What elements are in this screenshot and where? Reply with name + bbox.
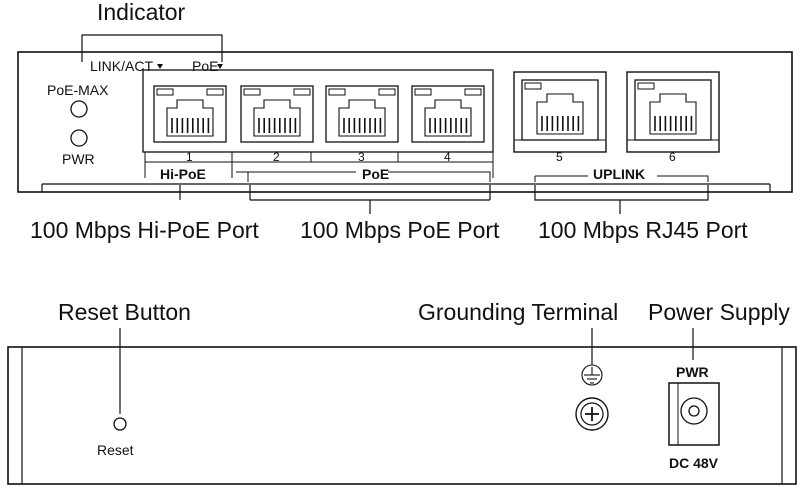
dc-jack-icon [668, 382, 720, 446]
port-led-icon [464, 88, 482, 96]
grounding-screw-icon [575, 397, 609, 431]
contact-pins [171, 118, 210, 133]
port-led-icon [156, 88, 174, 96]
port-led-icon [293, 88, 311, 96]
indicator-callout: Indicator [97, 0, 186, 25]
contact-pins [429, 118, 468, 133]
port-number-label: 3 [358, 150, 365, 164]
port-1: 1 [153, 85, 227, 164]
rear-pwr-label: PWR [676, 364, 709, 380]
port-number-label: 4 [444, 150, 451, 164]
contact-pins [541, 116, 580, 131]
rj45-callout-leader [534, 185, 709, 214]
indicator-leader-line [81, 34, 223, 62]
link-act-label: LINK/ACT [90, 58, 153, 74]
jack-opening [166, 99, 214, 137]
poe-brace-right [388, 171, 491, 182]
port-led-icon [524, 82, 542, 90]
port-4: 4 [411, 85, 485, 164]
jack-opening [649, 93, 697, 135]
contact-pins [654, 116, 693, 131]
port-3: 3 [325, 85, 399, 164]
reset-label: Reset [97, 442, 134, 458]
port-number-label: 6 [669, 150, 676, 164]
hi-poe-group-label: Hi-PoE [160, 166, 206, 182]
port-5: 5 [513, 71, 607, 164]
pwr-led-icon [70, 129, 88, 147]
uplink-group-label: UPLINK [593, 166, 645, 182]
front-panel: Indicator LINK/ACT PoE PoE-MAX PWR 1 2 3 4 5… [17, 0, 793, 243]
dc-voltage-label: DC 48V [669, 455, 719, 471]
contact-pins [343, 118, 382, 133]
port-number-label: 5 [556, 150, 563, 164]
link-act-arrow-icon [157, 64, 163, 69]
rear-panel: Reset Button Grounding Terminal Power Su… [7, 299, 797, 485]
jack-opening [424, 99, 472, 137]
poe-max-led-icon [70, 100, 88, 118]
port-led-icon [378, 88, 396, 96]
port-led-icon [206, 88, 224, 96]
uplink-brace-left [534, 175, 588, 182]
port-6: 6 [626, 71, 720, 164]
poe-group-label: PoE [362, 166, 389, 182]
poe-led-arrow-icon [217, 64, 223, 69]
rj45-port-callout: 100 Mbps RJ45 Port [538, 217, 748, 243]
jack-opening [338, 99, 386, 137]
jack-opening [253, 99, 301, 137]
contact-pins [258, 118, 297, 133]
port-number-label: 2 [273, 150, 280, 164]
port-group: 1 2 3 4 5 6 [153, 71, 720, 164]
port-led-icon [328, 88, 346, 96]
poe-callout-leader [179, 185, 491, 214]
poe-max-label: PoE-MAX [47, 82, 109, 98]
rj45-jack-icon [521, 79, 599, 141]
port-led-icon [243, 88, 261, 96]
grounding-terminal-callout: Grounding Terminal [418, 299, 618, 325]
reset-button-icon [113, 417, 127, 431]
power-supply-callout: Power Supply [648, 299, 790, 325]
rear-chassis [7, 346, 797, 485]
poe-brace-left [236, 171, 356, 182]
hi-poe-port-callout: 100 Mbps Hi-PoE Port [30, 217, 259, 243]
port-number-label: 1 [186, 150, 193, 164]
uplink-brace-right [657, 175, 709, 182]
port-led-icon [414, 88, 432, 96]
ground-symbol-icon [581, 364, 603, 386]
reset-button-callout: Reset Button [58, 299, 191, 325]
poe-port-callout: 100 Mbps PoE Port [300, 217, 500, 243]
front-pwr-label: PWR [62, 151, 95, 167]
poe-led-label: PoE [192, 58, 218, 74]
port-led-icon [637, 82, 655, 90]
jack-opening [536, 93, 584, 135]
port-2: 2 [240, 85, 314, 164]
poe-port-block [142, 69, 494, 153]
